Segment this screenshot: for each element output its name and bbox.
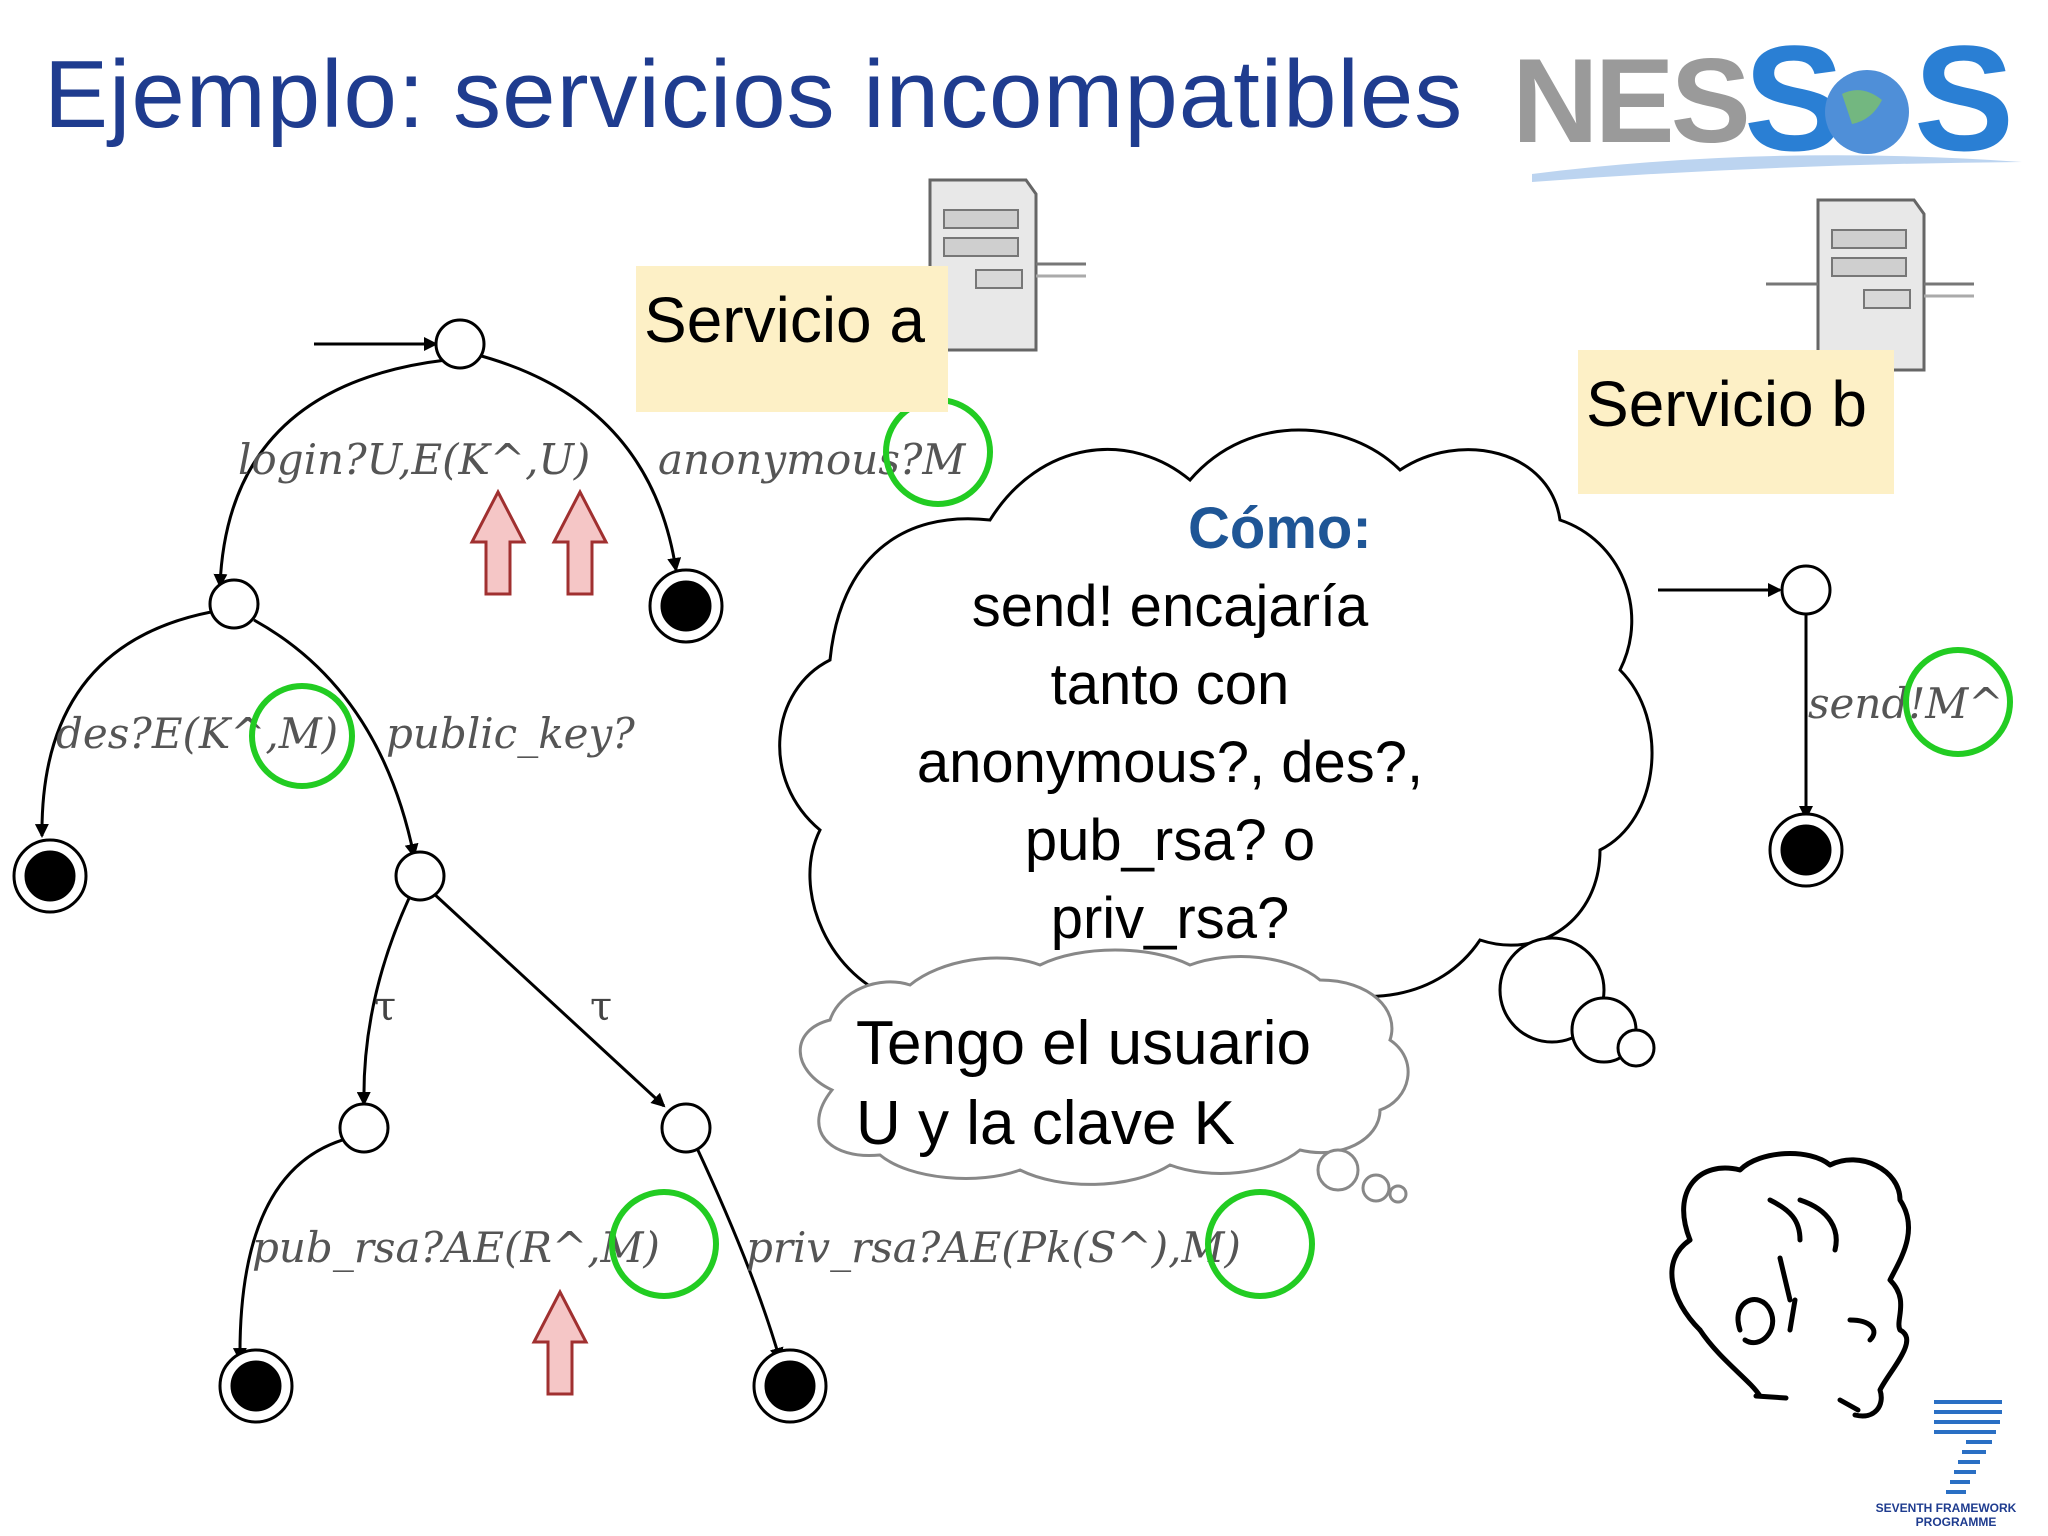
final-state-icon bbox=[12, 838, 88, 914]
speech-line: send! encajaría bbox=[971, 574, 1369, 639]
edge-label-priv-rsa: priv_rsa?AE(Pk(S^),M) bbox=[746, 1223, 1241, 1272]
edge-label-des: des?E(K^,M) bbox=[56, 709, 338, 758]
final-state-icon bbox=[752, 1348, 828, 1424]
speech-line: priv_rsa? bbox=[1050, 886, 1290, 951]
svg-text:S: S bbox=[1914, 24, 2014, 182]
nessos-logo: NES S S bbox=[1512, 24, 2022, 182]
automaton-a-states bbox=[12, 318, 828, 1424]
state bbox=[394, 850, 446, 902]
highlight-circle bbox=[609, 1189, 719, 1299]
thought-line: Tengo el usuario bbox=[856, 1009, 1311, 1078]
edge-label-login: login?U,E(K^,U) bbox=[238, 435, 590, 484]
final-state-icon bbox=[648, 568, 724, 644]
final-state-icon bbox=[1768, 812, 1844, 888]
fp7-logo: SEVENTH FRAMEWORK PROGRAMME bbox=[1876, 1400, 2017, 1529]
speech-bubble-heading: Cómo: bbox=[1188, 496, 1372, 561]
edge-label-public-key: public_key? bbox=[386, 709, 635, 758]
head-sketch-icon bbox=[1669, 1151, 1912, 1419]
highlight-circle bbox=[249, 683, 355, 789]
edge-label-anonymous: anonymous?M bbox=[658, 435, 966, 484]
initial-state bbox=[1780, 564, 1832, 616]
fp7-line-2: PROGRAMME bbox=[1916, 1515, 1997, 1529]
final-state-icon bbox=[218, 1348, 294, 1424]
highlight-circle bbox=[1205, 1189, 1315, 1299]
svg-text:NES: NES bbox=[1512, 34, 1747, 168]
service-b-label: Servicio b bbox=[1578, 350, 1894, 494]
server-icon bbox=[1766, 198, 1974, 372]
state bbox=[338, 1102, 390, 1154]
state bbox=[208, 578, 260, 630]
edge-label-tau-left: τ bbox=[374, 984, 396, 1030]
page-title: Ejemplo: servicios incompatibles bbox=[44, 41, 1464, 148]
up-arrow-icon bbox=[469, 488, 527, 596]
service-a-label: Servicio a bbox=[636, 266, 948, 412]
automaton-b bbox=[1658, 564, 1844, 888]
automaton-a-edges bbox=[34, 337, 784, 1362]
initial-state bbox=[434, 318, 486, 370]
fp7-line-1: SEVENTH FRAMEWORK bbox=[1876, 1501, 2017, 1515]
speech-line: anonymous?, des?, bbox=[916, 730, 1424, 795]
thought-bubble bbox=[798, 948, 1410, 1204]
speech-line: pub_rsa? o bbox=[1024, 808, 1316, 873]
up-arrow-icon bbox=[551, 488, 609, 596]
speech-bubble-text: send! encajaría tanto con anonymous?, de… bbox=[840, 490, 1500, 958]
thought-line: U y la clave K bbox=[856, 1089, 1236, 1158]
speech-line: tanto con bbox=[1050, 652, 1290, 717]
highlight-circle bbox=[1903, 647, 2013, 757]
edge-label-tau-right: τ bbox=[590, 984, 612, 1030]
up-arrow-icon bbox=[531, 1288, 589, 1396]
server-icon bbox=[928, 178, 1086, 352]
edge-label-pub-rsa: pub_rsa?AE(R^,M) bbox=[252, 1223, 660, 1272]
highlight-circles bbox=[249, 397, 2013, 1299]
state bbox=[660, 1102, 712, 1154]
thought-bubble-text: Tengo el usuario U y la clave K bbox=[856, 1004, 1311, 1164]
